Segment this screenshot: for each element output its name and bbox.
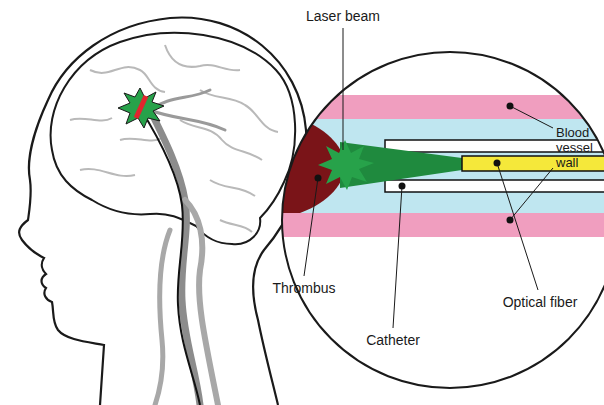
leader-lines xyxy=(304,28,553,328)
brain-gyri xyxy=(70,45,278,232)
vessel-wall-label: Blood vessel wall xyxy=(556,126,600,171)
catheter-label: Catheter xyxy=(366,332,420,348)
laser-beam-label: Laser beam xyxy=(306,8,380,24)
thrombus-mark xyxy=(136,96,146,118)
leader-dots xyxy=(315,103,514,224)
laser-burst-small xyxy=(118,88,164,128)
head-outline xyxy=(19,17,306,405)
catheter-line xyxy=(140,108,200,405)
thrombus-label: Thrombus xyxy=(272,280,335,296)
zoom-view xyxy=(270,95,604,237)
brain-outline xyxy=(51,33,296,244)
laser-burst xyxy=(318,140,374,190)
optical-fiber-label: Optical fiber xyxy=(503,294,578,310)
